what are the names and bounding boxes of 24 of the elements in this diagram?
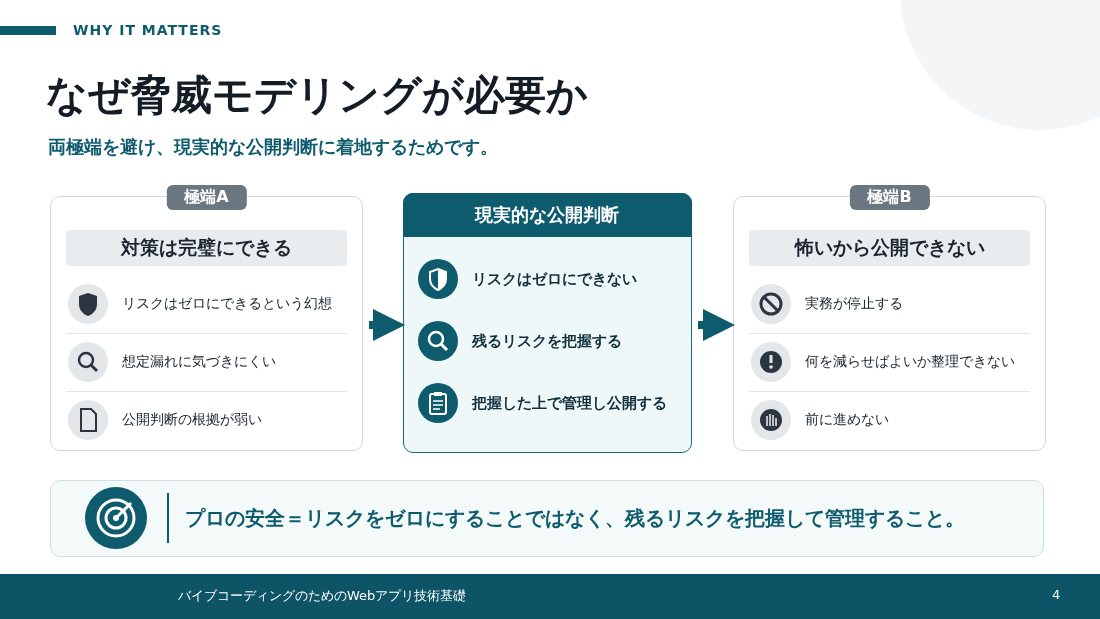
panel-heading: 対策は完璧にできる	[66, 230, 347, 266]
item-text: 残るリスクを把握する	[472, 331, 622, 351]
message-text: プロの安全＝リスクをゼロにすることではなく、残るリスクを把握して管理すること。	[185, 505, 965, 532]
item-text: 公開判断の根拠が弱い	[122, 411, 262, 429]
footer-text: バイブコーディングのためのWebアプリ技術基礎	[178, 587, 467, 605]
tag-label: 極端B	[849, 185, 930, 210]
item-text: 実務が停止する	[805, 295, 903, 313]
section-label: WHY IT MATTERS	[73, 22, 223, 38]
subtitle: 両極端を避け、現実的な公開判断に着地するためです。	[48, 135, 498, 159]
item-text: リスクはゼロにできない	[472, 269, 637, 289]
title: なぜ脅威モデリングが必要か	[46, 70, 588, 121]
item-text: 把握した上で管理し公開する	[472, 393, 667, 413]
panel-heading: 現実的な公開判断	[402, 192, 692, 237]
tag-label: 極端A	[166, 185, 247, 210]
page-number: 4	[1052, 587, 1061, 602]
message-box	[50, 480, 1044, 557]
item-text: 前に進めない	[805, 411, 889, 429]
panel-heading: 怖いから公開できない	[749, 230, 1030, 266]
item-text: リスクはゼロにできるという幻想	[122, 295, 332, 313]
item-text: 想定漏れに気づきにくい	[122, 353, 276, 371]
arrow	[369, 309, 405, 341]
item-text: 何を減らせばよいか整理できない	[805, 353, 1015, 371]
arrow	[698, 309, 735, 341]
panel-card	[403, 193, 692, 453]
